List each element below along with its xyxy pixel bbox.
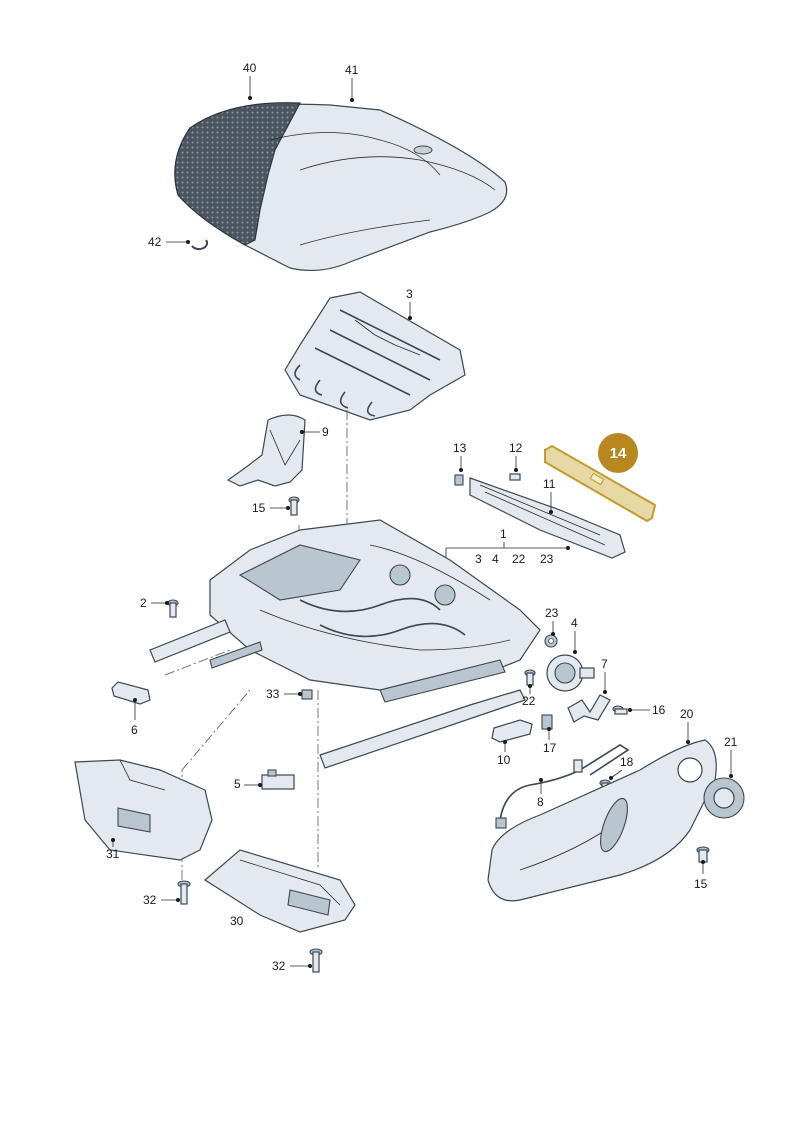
svg-text:3: 3 [406,287,413,301]
callout-2: 2 [140,596,169,610]
callout-15-bottom: 15 [694,860,708,891]
rivet-bottom [696,846,710,863]
callout-40: 40 [243,61,257,100]
svg-text:33: 33 [266,687,280,701]
svg-text:16: 16 [652,703,666,717]
clip-33 [301,689,313,700]
callout-21: 21 [724,735,738,778]
callout-42: 42 [148,235,190,249]
svg-text:22: 22 [512,552,526,566]
callout-7: 7 [601,657,608,694]
callout-9: 9 [300,425,329,439]
callout-13: 13 [453,441,467,472]
callout-32-lower: 32 [272,959,312,973]
svg-text:41: 41 [345,63,359,77]
screw-22 [524,669,536,686]
seat-frame [209,519,541,691]
callout-5: 5 [234,777,262,791]
wire-harness-8 [495,744,630,829]
svg-text:17: 17 [543,741,557,755]
callout-4: 4 [571,616,578,654]
svg-text:42: 42 [148,235,162,249]
callout-8: 8 [537,778,544,809]
bracket-7 [567,694,611,723]
callout-12: 12 [509,441,523,472]
lower-runner-right [319,659,526,769]
callout-33: 33 [266,687,302,701]
storage-housing-31 [74,759,213,861]
svg-text:9: 9 [322,425,329,439]
side-bracket [226,414,306,487]
lower-runner-left [149,619,263,669]
nut-23 [544,634,558,648]
callout-11: 11 [543,477,556,514]
callout-17: 17 [543,727,557,755]
callout-31: 31 [106,838,120,861]
callout-6: 6 [131,698,138,737]
svg-text:23: 23 [545,606,559,620]
callout-41: 41 [345,63,359,102]
callout-15-top: 15 [252,501,290,515]
svg-text:22: 22 [522,694,536,708]
svg-text:18: 18 [620,755,634,769]
highlighted-part-14[interactable] [544,444,657,523]
clip-5 [261,769,295,790]
tray-30 [203,849,356,933]
callout-23: 23 [545,606,559,636]
clip-17 [541,714,553,730]
rail-assembly [454,473,626,559]
highlight-badge-14[interactable]: 14 [598,433,638,473]
svg-text:13: 13 [453,441,467,455]
svg-text:32: 32 [272,959,286,973]
svg-text:14: 14 [610,445,627,462]
rivet-top [288,496,300,516]
bolt-32-upper [177,880,191,905]
svg-text:23: 23 [540,552,554,566]
svg-text:12: 12 [509,441,523,455]
svg-text:11: 11 [543,477,556,491]
callout-20: 20 [680,707,694,744]
bolt-32-lower [309,948,323,973]
svg-text:4: 4 [571,616,578,630]
callout-22: 22 [522,684,536,708]
screw-16 [612,705,628,715]
side-trim-20 [487,739,717,902]
svg-text:1: 1 [500,527,507,541]
seat-cushion [174,102,508,272]
callout-18: 18 [609,755,634,780]
knob-21 [703,777,745,819]
callout-16: 16 [628,703,666,717]
svg-text:30: 30 [230,914,244,928]
callout-32-upper: 32 [143,893,180,907]
svg-text:3: 3 [475,552,482,566]
svg-text:6: 6 [131,723,138,737]
handle-10 [491,719,533,743]
svg-text:15: 15 [252,501,266,515]
svg-text:32: 32 [143,893,157,907]
svg-text:31: 31 [106,847,120,861]
svg-text:40: 40 [243,61,257,75]
callout-3: 3 [406,287,413,320]
suspension-mat [284,291,466,421]
callout-10: 10 [497,740,511,767]
lever-6 [111,681,151,705]
svg-text:21: 21 [724,735,738,749]
svg-text:4: 4 [492,552,499,566]
callout-30: 30 [230,914,244,928]
svg-text:15: 15 [694,877,708,891]
svg-text:2: 2 [140,596,147,610]
motor-4 [546,654,595,692]
svg-text:10: 10 [497,753,511,767]
svg-text:5: 5 [234,777,241,791]
svg-text:7: 7 [601,657,608,671]
svg-text:20: 20 [680,707,694,721]
svg-text:8: 8 [537,795,544,809]
bolt-2 [167,599,179,618]
clip-ring [191,239,209,251]
